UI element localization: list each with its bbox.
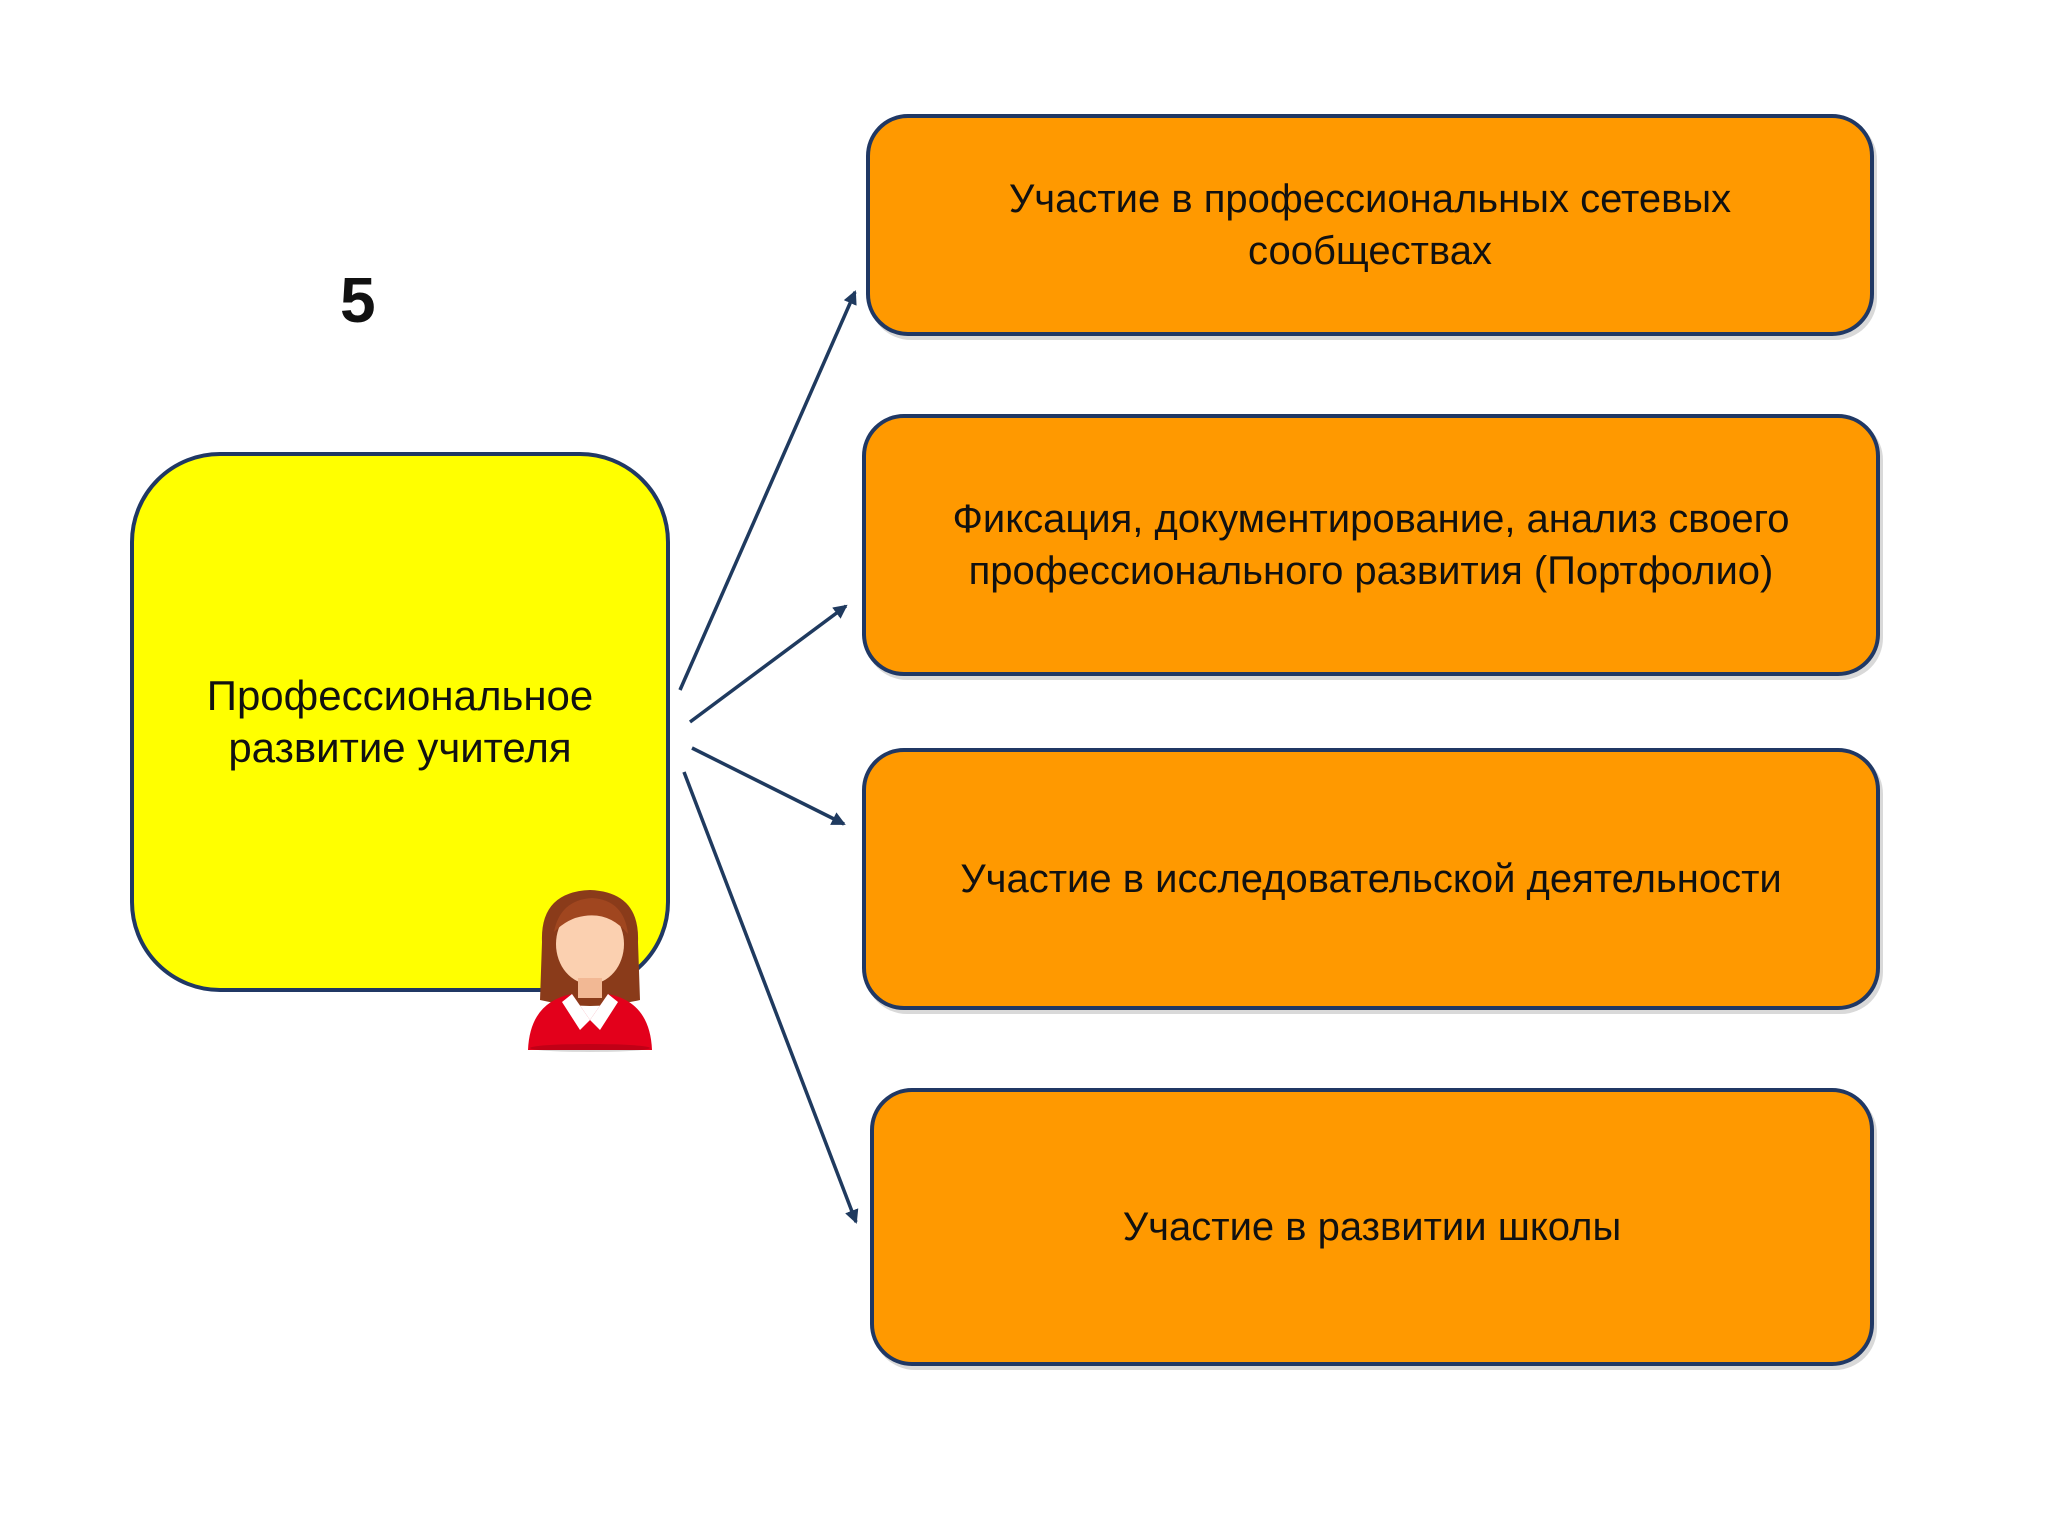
center-label: Профессиональное развитие учителя <box>206 671 594 772</box>
arrow-to-node-4 <box>682 771 859 1224</box>
node-label: Участие в исследовательской деятельности <box>960 857 1782 901</box>
slide-number: 5 <box>340 264 376 336</box>
arrow-to-node-3 <box>691 746 846 826</box>
node-portfolio: Фиксация, документирование, анализ своег… <box>862 414 1880 676</box>
node-label: Участие в профессиональных сетевых сообщ… <box>1008 177 1732 273</box>
node-network-communities: Участие в профессиональных сетевых сообщ… <box>866 114 1874 336</box>
center-box: Профессиональное развитие учителя <box>130 452 670 992</box>
arrow-to-node-1 <box>678 290 857 691</box>
node-label: Участие в развитии школы <box>1122 1205 1622 1249</box>
arrow-to-node-2 <box>688 604 848 724</box>
node-label: Фиксация, документирование, анализ своег… <box>952 497 1790 593</box>
node-research-activity: Участие в исследовательской деятельности <box>862 748 1880 1010</box>
node-school-development: Участие в развитии школы <box>870 1088 1874 1366</box>
teacher-woman-icon <box>528 890 652 1052</box>
